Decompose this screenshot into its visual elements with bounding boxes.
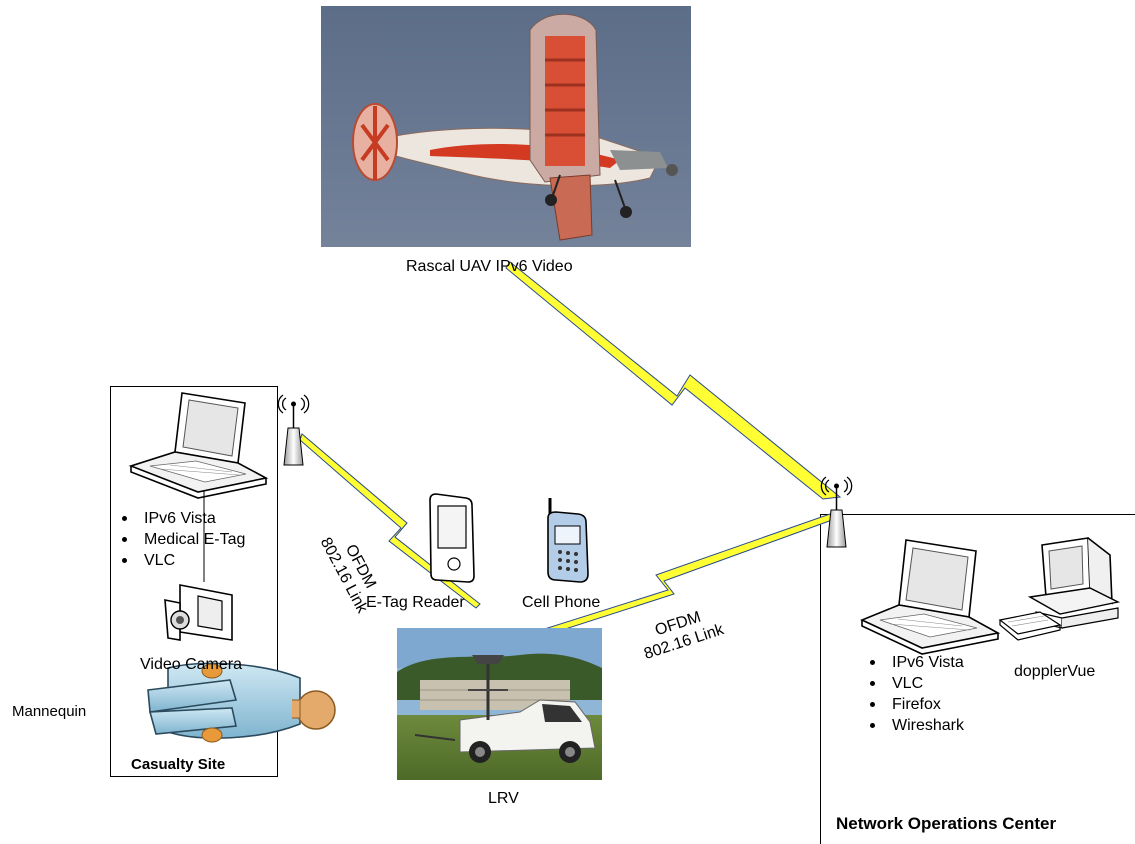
noc-laptop-icon [859, 539, 1001, 655]
list-item: Medical E-Tag [118, 529, 245, 550]
list-item: IPv6 Vista [118, 508, 245, 529]
desktop-computer-icon [998, 537, 1121, 641]
casualty-antenna-icon [277, 394, 310, 466]
cell-phone-icon [547, 498, 589, 583]
etag-reader-icon [429, 493, 475, 583]
noc-title: Network Operations Center [836, 814, 1057, 833]
list-item: VLC [118, 550, 245, 571]
list-item: IPv6 Vista [866, 652, 964, 673]
video-camera-icon [164, 584, 233, 641]
noc-boundary [820, 514, 1135, 844]
left-wireless-link [299, 433, 481, 609]
casualty-site-box [110, 386, 278, 777]
uav-airplane-photo [321, 6, 691, 247]
uav-noc-wireless-link [505, 261, 842, 500]
casualty-laptop-icon [128, 392, 269, 499]
casualty-laptop-software-list: IPv6 Vista Medical E-Tag VLC [118, 508, 245, 571]
mannequin-label: Mannequin [12, 703, 87, 720]
casualty-site-title: Casualty Site [131, 756, 226, 773]
etag-reader-label: E-Tag Reader [366, 594, 465, 611]
cell-phone-label: Cell Phone [522, 594, 601, 611]
desktop-label: dopplerVue [1014, 663, 1096, 680]
lrv-label: LRV [488, 790, 519, 807]
mannequin-icon [147, 662, 336, 743]
video-camera-label: Video Camera [140, 656, 242, 673]
noc-laptop-software-list: IPv6 Vista VLC Firefox Wireshark [866, 652, 964, 736]
list-item: Firefox [866, 694, 964, 715]
list-item: Wireshark [866, 715, 964, 736]
list-item: VLC [866, 673, 964, 694]
noc-antenna-icon [820, 476, 853, 548]
lrv-truck-photo [397, 628, 602, 780]
uav-label: Rascal UAV IPv6 Video [406, 258, 573, 275]
